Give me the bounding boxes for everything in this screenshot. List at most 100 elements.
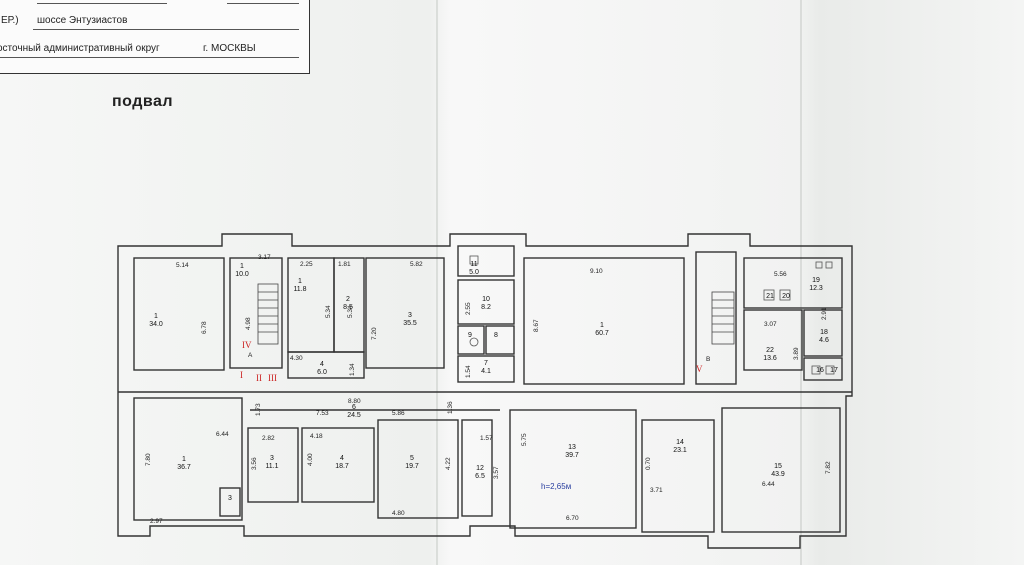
- dimension-label: 4.80: [392, 510, 405, 517]
- dimension-label: 2.91: [821, 307, 828, 320]
- dimension-label: 2.82: [262, 435, 275, 442]
- staircase: [257, 283, 735, 345]
- room-area: 10.0: [235, 271, 249, 278]
- axis-marker: V: [696, 364, 703, 374]
- dimension-label: 4.00: [307, 453, 314, 466]
- dimension-label: 6.44: [762, 481, 775, 488]
- dimension-label: 4.18: [310, 433, 323, 440]
- dimension-label: 8.80: [348, 398, 361, 405]
- room-number: 20: [782, 293, 790, 300]
- room-number: 3: [270, 455, 274, 462]
- dimension-label: 5.56: [774, 271, 787, 278]
- room-area: 39.7: [565, 452, 579, 459]
- street-prefix: ЕР.): [1, 15, 19, 26]
- axis-marker: IV: [242, 340, 252, 350]
- room-number: 12: [476, 465, 484, 472]
- dimension-label: 4.22: [445, 457, 452, 470]
- dimension-label: 1.36: [447, 401, 454, 414]
- dimension-label: 4.98: [245, 317, 252, 330]
- title-block: ЕР.) шоссе Энтузиастов осточный админист…: [0, 0, 310, 74]
- room-number: 6: [352, 404, 356, 411]
- district-name: осточный административный округ: [0, 43, 160, 54]
- room-number: 1: [182, 456, 186, 463]
- ceiling-height-note: h=2,65м: [541, 482, 571, 491]
- room-number: 16: [816, 367, 824, 374]
- room-number: 21: [766, 293, 774, 300]
- dimension-label: 1.73: [255, 403, 262, 416]
- dimension-label: 1.57: [480, 435, 493, 442]
- axis-marker: III: [268, 373, 277, 383]
- dimension-label: 6.70: [566, 515, 579, 522]
- dimension-label: 5.34: [347, 305, 354, 318]
- room-number: 5: [410, 455, 414, 462]
- room-number: 22: [766, 347, 774, 354]
- dimension-label: 2.55: [465, 302, 472, 315]
- dimension-label: 3.89: [793, 347, 800, 360]
- room-number: 15: [774, 463, 782, 470]
- dimension-label: 2.25: [300, 261, 313, 268]
- room-area: 18.7: [335, 463, 349, 470]
- dimension-label: 2.97: [150, 518, 163, 525]
- room-area: 24.5: [347, 412, 361, 419]
- room-number: 13: [568, 444, 576, 451]
- room-area: 11.1: [265, 463, 278, 470]
- dimension-label: 0.70: [645, 457, 652, 470]
- form-line: [33, 29, 299, 30]
- room-area: 60.7: [595, 330, 609, 337]
- dimension-label: 5.34: [325, 305, 332, 318]
- room-number: 2: [346, 296, 350, 303]
- dimension-label: 1.81: [338, 261, 351, 268]
- room-number: 11: [470, 261, 477, 268]
- room-area: 34.0: [149, 321, 163, 328]
- room-number: 7: [484, 360, 488, 367]
- dimension-label: 7.80: [145, 453, 152, 466]
- room-number: 1: [240, 263, 244, 270]
- walls: [117, 233, 853, 549]
- room-area: 12.3: [809, 285, 823, 292]
- room-number: 8: [494, 332, 498, 339]
- axis-marker: I: [240, 370, 243, 380]
- room-number: 3: [228, 495, 232, 502]
- room-number: 9: [468, 332, 472, 339]
- room-area: 8.5: [343, 304, 353, 311]
- room-area: 6.5: [475, 473, 485, 480]
- dimension-label: 3.07: [764, 321, 777, 328]
- plan-title: подвал: [112, 93, 174, 110]
- wc-fixtures: [469, 255, 835, 375]
- dimension-label: 1.54: [465, 365, 472, 378]
- room-number: 19: [812, 277, 820, 284]
- room-area: 4.6: [819, 337, 829, 344]
- room-number: 4: [340, 455, 344, 462]
- form-line: [37, 3, 167, 4]
- dimension-label: 5.14: [176, 262, 189, 269]
- room-area: 19.7: [405, 463, 419, 470]
- room-number: 18: [820, 329, 828, 336]
- dimension-label: 6.44: [216, 431, 229, 438]
- room-area: 23.1: [673, 447, 687, 454]
- dimension-label: 6.78: [201, 321, 208, 334]
- room-number: 1: [298, 278, 302, 285]
- dimension-label: 5.82: [410, 261, 423, 268]
- city-name: г. МОСКВЫ: [203, 43, 256, 54]
- axis-marker: II: [256, 373, 262, 383]
- room-area: 8.2: [481, 304, 491, 311]
- form-line: [0, 57, 299, 58]
- room-area: 5.0: [469, 269, 479, 276]
- dimension-label: 3.56: [251, 457, 258, 470]
- paper-fold: [800, 0, 802, 565]
- dimension-label: 7.20: [371, 327, 378, 340]
- room-number: 3: [408, 312, 412, 319]
- dimension-label: 5.75: [521, 433, 528, 446]
- dimension-label: 5.86: [392, 410, 405, 417]
- dimension-label: 7.53: [316, 410, 329, 417]
- room-number: 4: [320, 361, 324, 368]
- dimension-label: 3.57: [493, 466, 500, 479]
- street-name: шоссе Энтузиастов: [37, 15, 128, 26]
- room-area: 13.6: [763, 355, 777, 362]
- room-area: 36.7: [177, 464, 191, 471]
- axis-marker: A: [248, 352, 253, 359]
- dimension-label: 1.34: [349, 363, 356, 376]
